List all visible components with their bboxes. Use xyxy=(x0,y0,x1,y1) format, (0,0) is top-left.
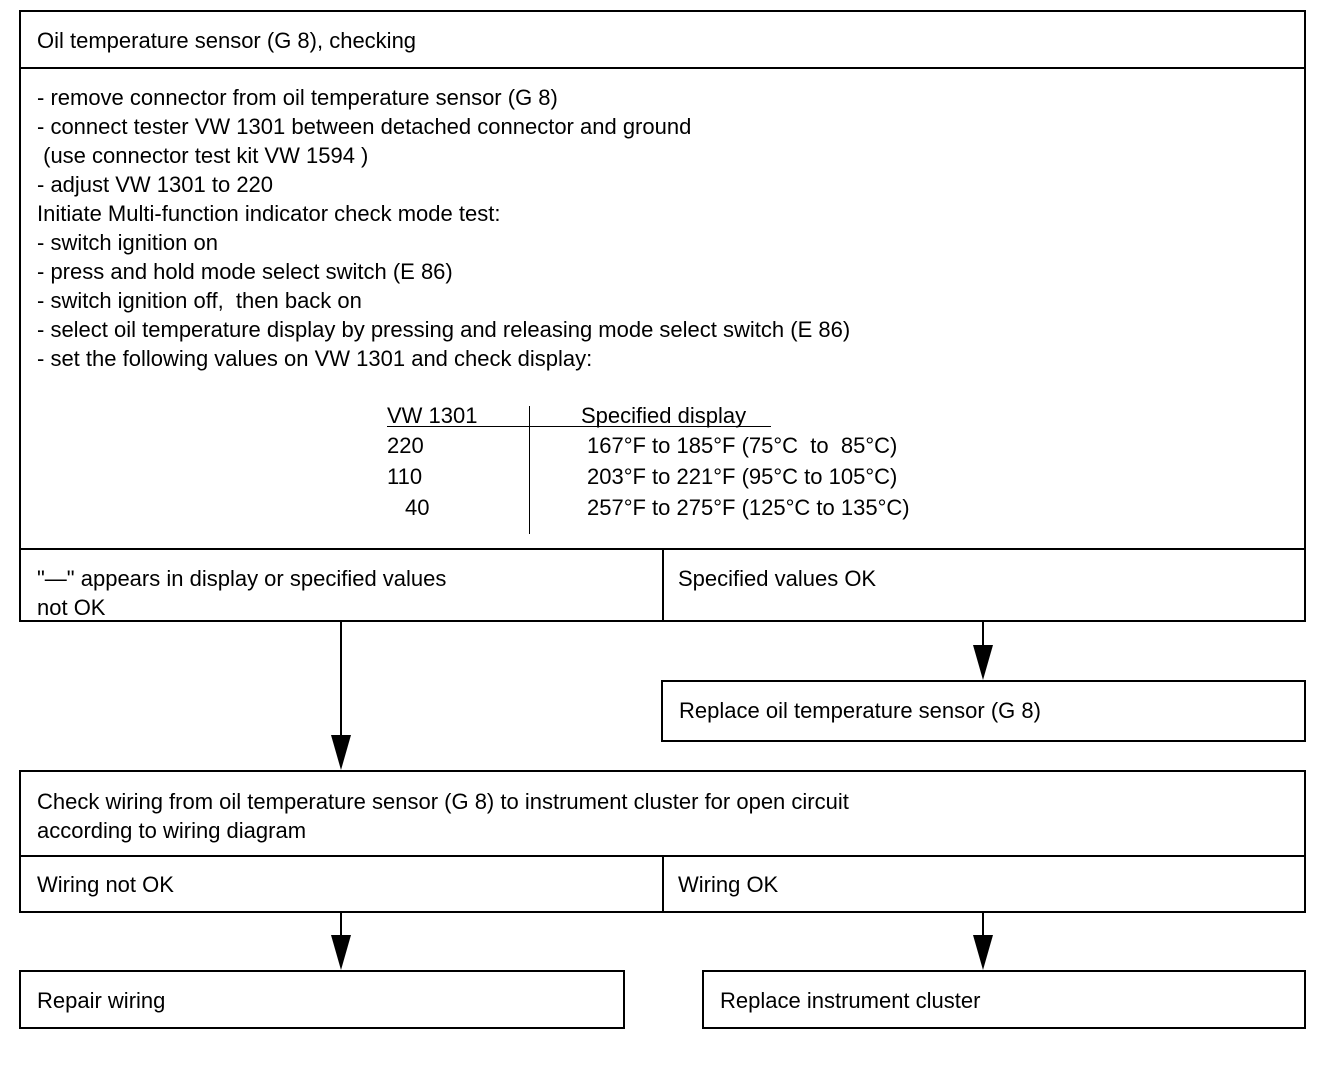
step-item: - press and hold mode select switch (E 8… xyxy=(37,259,453,284)
arrow-wiring-ok-to-replace-cluster xyxy=(973,913,993,970)
step-item: - adjust VW 1301 to 220 xyxy=(37,172,274,197)
table-cell-setting: 40 xyxy=(405,495,430,520)
title-divider xyxy=(21,67,1304,69)
table-column-divider xyxy=(529,406,530,534)
check-wiring-line2: according to wiring diagram xyxy=(37,818,307,843)
step-item: (use connector test kit VW 1594 ) xyxy=(37,143,369,168)
check-wiring-line1: Check wiring from oil temperature sensor… xyxy=(37,789,849,814)
table-header-underline xyxy=(387,426,771,427)
replace-cluster-text: Replace instrument cluster xyxy=(720,988,981,1013)
result-not-ok-line2: not OK xyxy=(37,595,106,620)
result-row-1: "—" appears in display or specified valu… xyxy=(19,548,1306,622)
replace-sensor-text: Replace oil temperature sensor (G 8) xyxy=(679,698,1041,723)
step-item: - switch ignition off, then back on xyxy=(37,288,362,313)
table-cell-setting: 220 xyxy=(387,433,424,458)
result-not-ok-line1: "—" appears in display or specified valu… xyxy=(37,566,447,591)
wiring-ok: Wiring OK xyxy=(678,872,779,897)
result-row-1-divider xyxy=(662,550,664,620)
repair-wiring-box: Repair wiring xyxy=(19,970,625,1029)
table-header-vw1301: VW 1301 xyxy=(387,403,478,428)
replace-cluster-box: Replace instrument cluster xyxy=(702,970,1306,1029)
check-wiring-box: Check wiring from oil temperature sensor… xyxy=(19,770,1306,913)
repair-wiring-text: Repair wiring xyxy=(37,988,166,1013)
arrow-not-ok-to-check-wiring xyxy=(331,622,351,770)
step-item: Initiate Multi-function indicator check … xyxy=(37,201,501,226)
arrow-wiring-not-ok-to-repair xyxy=(331,913,351,970)
step-item: - switch ignition on xyxy=(37,230,218,255)
procedure-box: Oil temperature sensor (G 8), checking -… xyxy=(19,10,1306,550)
step-item: - set the following values on VW 1301 an… xyxy=(37,346,593,371)
wiring-result-divider xyxy=(662,855,664,911)
table-cell-display: 257°F to 275°F (125°C to 135°C) xyxy=(587,495,910,520)
table-cell-setting: 110 xyxy=(387,464,423,489)
table-cell-display: 167°F to 185°F (75°C to 85°C) xyxy=(587,433,898,458)
table-cell-display: 203°F to 221°F (95°C to 105°C) xyxy=(587,464,898,489)
table-header-specified-display: Specified display xyxy=(581,403,747,428)
step-item: - connect tester VW 1301 between detache… xyxy=(37,114,692,139)
step-item: - select oil temperature display by pres… xyxy=(37,317,851,342)
wiring-not-ok: Wiring not OK xyxy=(37,872,174,897)
procedure-title: Oil temperature sensor (G 8), checking xyxy=(37,28,417,53)
step-item: - remove connector from oil temperature … xyxy=(37,85,558,110)
result-ok: Specified values OK xyxy=(678,566,877,591)
replace-sensor-box: Replace oil temperature sensor (G 8) xyxy=(661,680,1306,742)
arrow-ok-to-replace-sensor xyxy=(973,622,993,680)
